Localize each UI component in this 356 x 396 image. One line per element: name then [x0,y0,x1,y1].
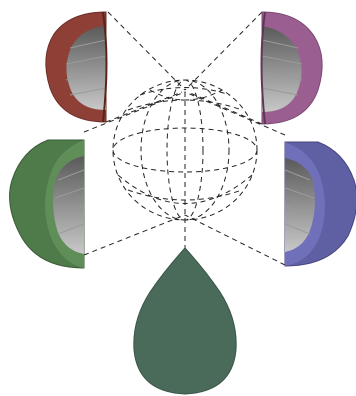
segment-middle-right [285,142,356,266]
segment-middle-left [10,140,84,268]
segment-top-left [46,12,107,122]
segment-top-right [262,12,323,124]
teardrop-icon [134,248,236,394]
